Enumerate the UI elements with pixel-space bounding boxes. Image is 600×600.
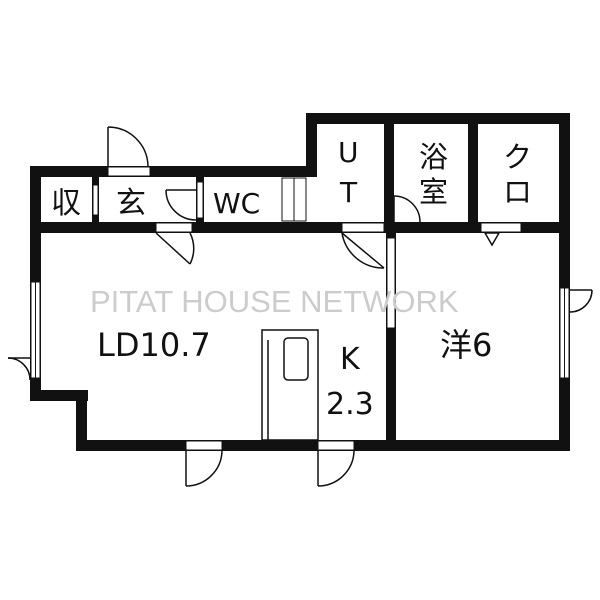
room-labels: 収 玄 WC U T 浴 室 ク ロ LD10.7 K 2.3 洋6: [51, 136, 532, 422]
outer-walls: [30, 113, 570, 451]
door-entrance-arc: [107, 126, 149, 167]
door-bottom-left-arc: [185, 450, 223, 487]
door-ut-leaf: [341, 232, 385, 269]
label-ld: LD10.7: [97, 326, 211, 364]
label-wc: WC: [213, 187, 260, 220]
windows: [30, 166, 570, 451]
door-right-arc: [569, 289, 593, 313]
door-bath-arc: [393, 195, 421, 223]
opening-entrance-ld: [155, 222, 193, 233]
kitchen-counter: [261, 329, 319, 441]
label-closet-1: ク: [503, 140, 532, 174]
closet-marker-icon: [483, 232, 501, 247]
opening-entrance-wc: [196, 181, 204, 219]
wall-k-western: [386, 233, 396, 440]
wall-right: [559, 113, 570, 451]
door-left-arc: [7, 357, 31, 381]
label-bath-2: 室: [419, 175, 448, 209]
door-ut-arc: [341, 232, 385, 269]
opening-bottom-right: [317, 440, 355, 451]
opening-closet: [480, 222, 522, 233]
counter-body: [261, 329, 319, 441]
label-bath-1: 浴: [419, 140, 448, 174]
opening-entrance-top: [107, 166, 151, 177]
watermark-text: PITAT HOUSE NETWORK: [90, 284, 459, 319]
wall-ut-bath: [384, 124, 394, 222]
opening-bottom-left: [185, 440, 223, 451]
wall-notch-bottom: [30, 390, 88, 401]
wall-bath-closet: [468, 124, 478, 222]
label-ut-2: T: [339, 176, 358, 209]
opening-k-western: [386, 237, 396, 329]
wall-top-left: [30, 166, 316, 177]
label-entrance: 玄: [116, 186, 146, 221]
label-ut-1: U: [338, 136, 359, 169]
wall-notch-vertical: [76, 390, 87, 450]
label-kitchen-2: 2.3: [326, 387, 374, 422]
door-swings: [7, 126, 593, 487]
opening-storage: [92, 184, 99, 216]
door-bottom-right-arc: [317, 450, 355, 487]
door-ld-arc: [189, 232, 195, 265]
wall-row-separator: [30, 222, 570, 233]
label-kitchen-1: K: [340, 342, 361, 377]
door-ld-leaf: [155, 232, 191, 265]
door-entrance-inner-arc: [165, 189, 197, 221]
sink-icon: [283, 337, 309, 381]
label-closet-2: ロ: [503, 175, 532, 209]
label-western: 洋6: [440, 326, 492, 364]
wall-step: [306, 113, 317, 177]
wall-left: [30, 166, 41, 396]
label-storage: 収: [51, 186, 81, 221]
wall-top-right: [306, 113, 570, 124]
opening-ut: [341, 222, 385, 233]
